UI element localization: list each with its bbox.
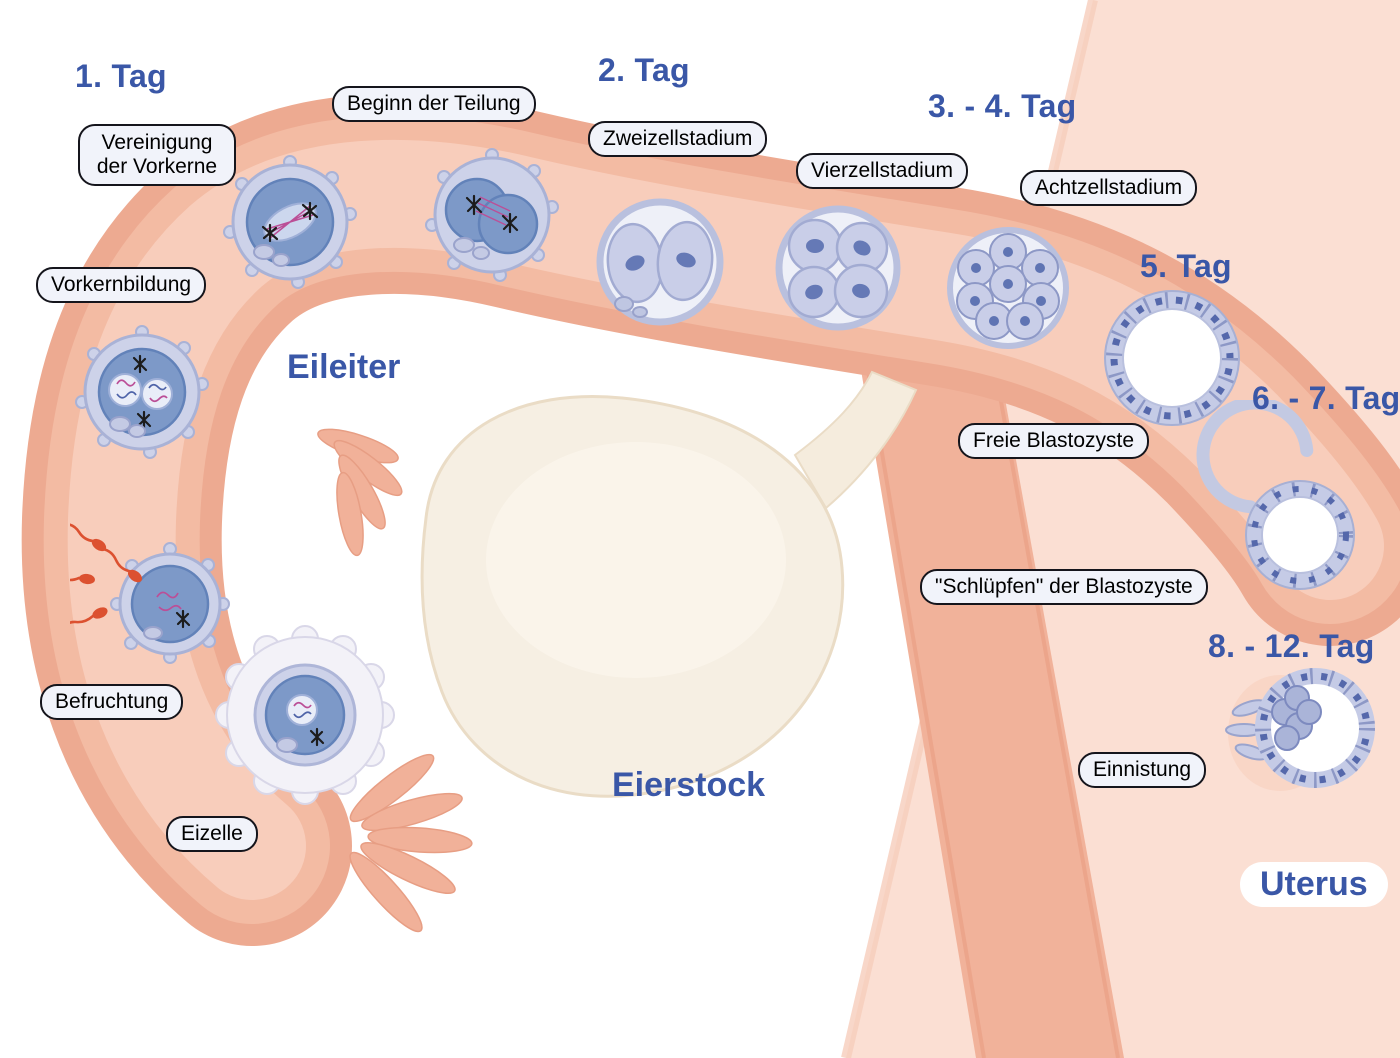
label-zweizellstadium: Zweizellstadium xyxy=(588,121,768,158)
label-vierzellstadium: Vierzellstadium xyxy=(796,153,969,190)
fertilization-sperm-egg-icon xyxy=(70,523,230,664)
day-heading-2: 2. Tag xyxy=(598,52,690,88)
label-achtzellstadium: Achtzellstadium xyxy=(1020,170,1198,207)
ovary-shape xyxy=(420,395,845,798)
ovarian-ligament-shape xyxy=(793,370,918,510)
uterus-band-shape xyxy=(858,352,1124,1058)
label-einnistung: Einnistung xyxy=(1078,752,1207,789)
label-eierstock: Eierstock xyxy=(612,766,766,804)
label-freie-blastozyste: Freie Blastozyste xyxy=(958,423,1150,460)
eight-cell-stage-icon xyxy=(947,227,1069,349)
implanting-blastocyst-icon xyxy=(1225,668,1375,791)
two-cell-stage-icon xyxy=(596,198,724,326)
hatching-blastocyst-icon xyxy=(1196,400,1355,590)
day-heading-1: 1. Tag xyxy=(75,58,167,94)
label-schluepfen-der-blastozyste: "Schlüpfen" der Blastozyste xyxy=(920,569,1208,606)
day-heading-5: 5. Tag xyxy=(1140,248,1232,284)
zygote-first-division-icon xyxy=(425,148,559,282)
fimbriae-lower xyxy=(349,753,473,933)
label-befruchtung: Befruchtung xyxy=(40,684,184,721)
pronucleus-formation-icon xyxy=(75,325,209,459)
label-vorkernbildung: Vorkernbildung xyxy=(36,267,207,304)
zygote-pronuclei-fusion-icon xyxy=(223,155,357,289)
label-uterus: Uterus xyxy=(1240,862,1388,907)
label-beginn-der-teilung: Beginn der Teilung xyxy=(332,86,536,123)
four-cell-stage-icon xyxy=(775,205,901,331)
day-heading-6-7: 6. - 7. Tag xyxy=(1252,380,1400,416)
day-heading-8-12: 8. - 12. Tag xyxy=(1208,628,1375,664)
label-eileiter: Eileiter xyxy=(287,348,401,386)
day-heading-3-4: 3. - 4. Tag xyxy=(928,88,1077,124)
blastocyst-icon xyxy=(1104,290,1240,426)
label-eizelle: Eizelle xyxy=(166,816,258,853)
egg-cell-icon xyxy=(215,625,395,805)
fimbriae-upper xyxy=(317,428,403,557)
label-vereinigung-der-vorkerne: Vereinigung der Vorkerne xyxy=(78,124,236,187)
